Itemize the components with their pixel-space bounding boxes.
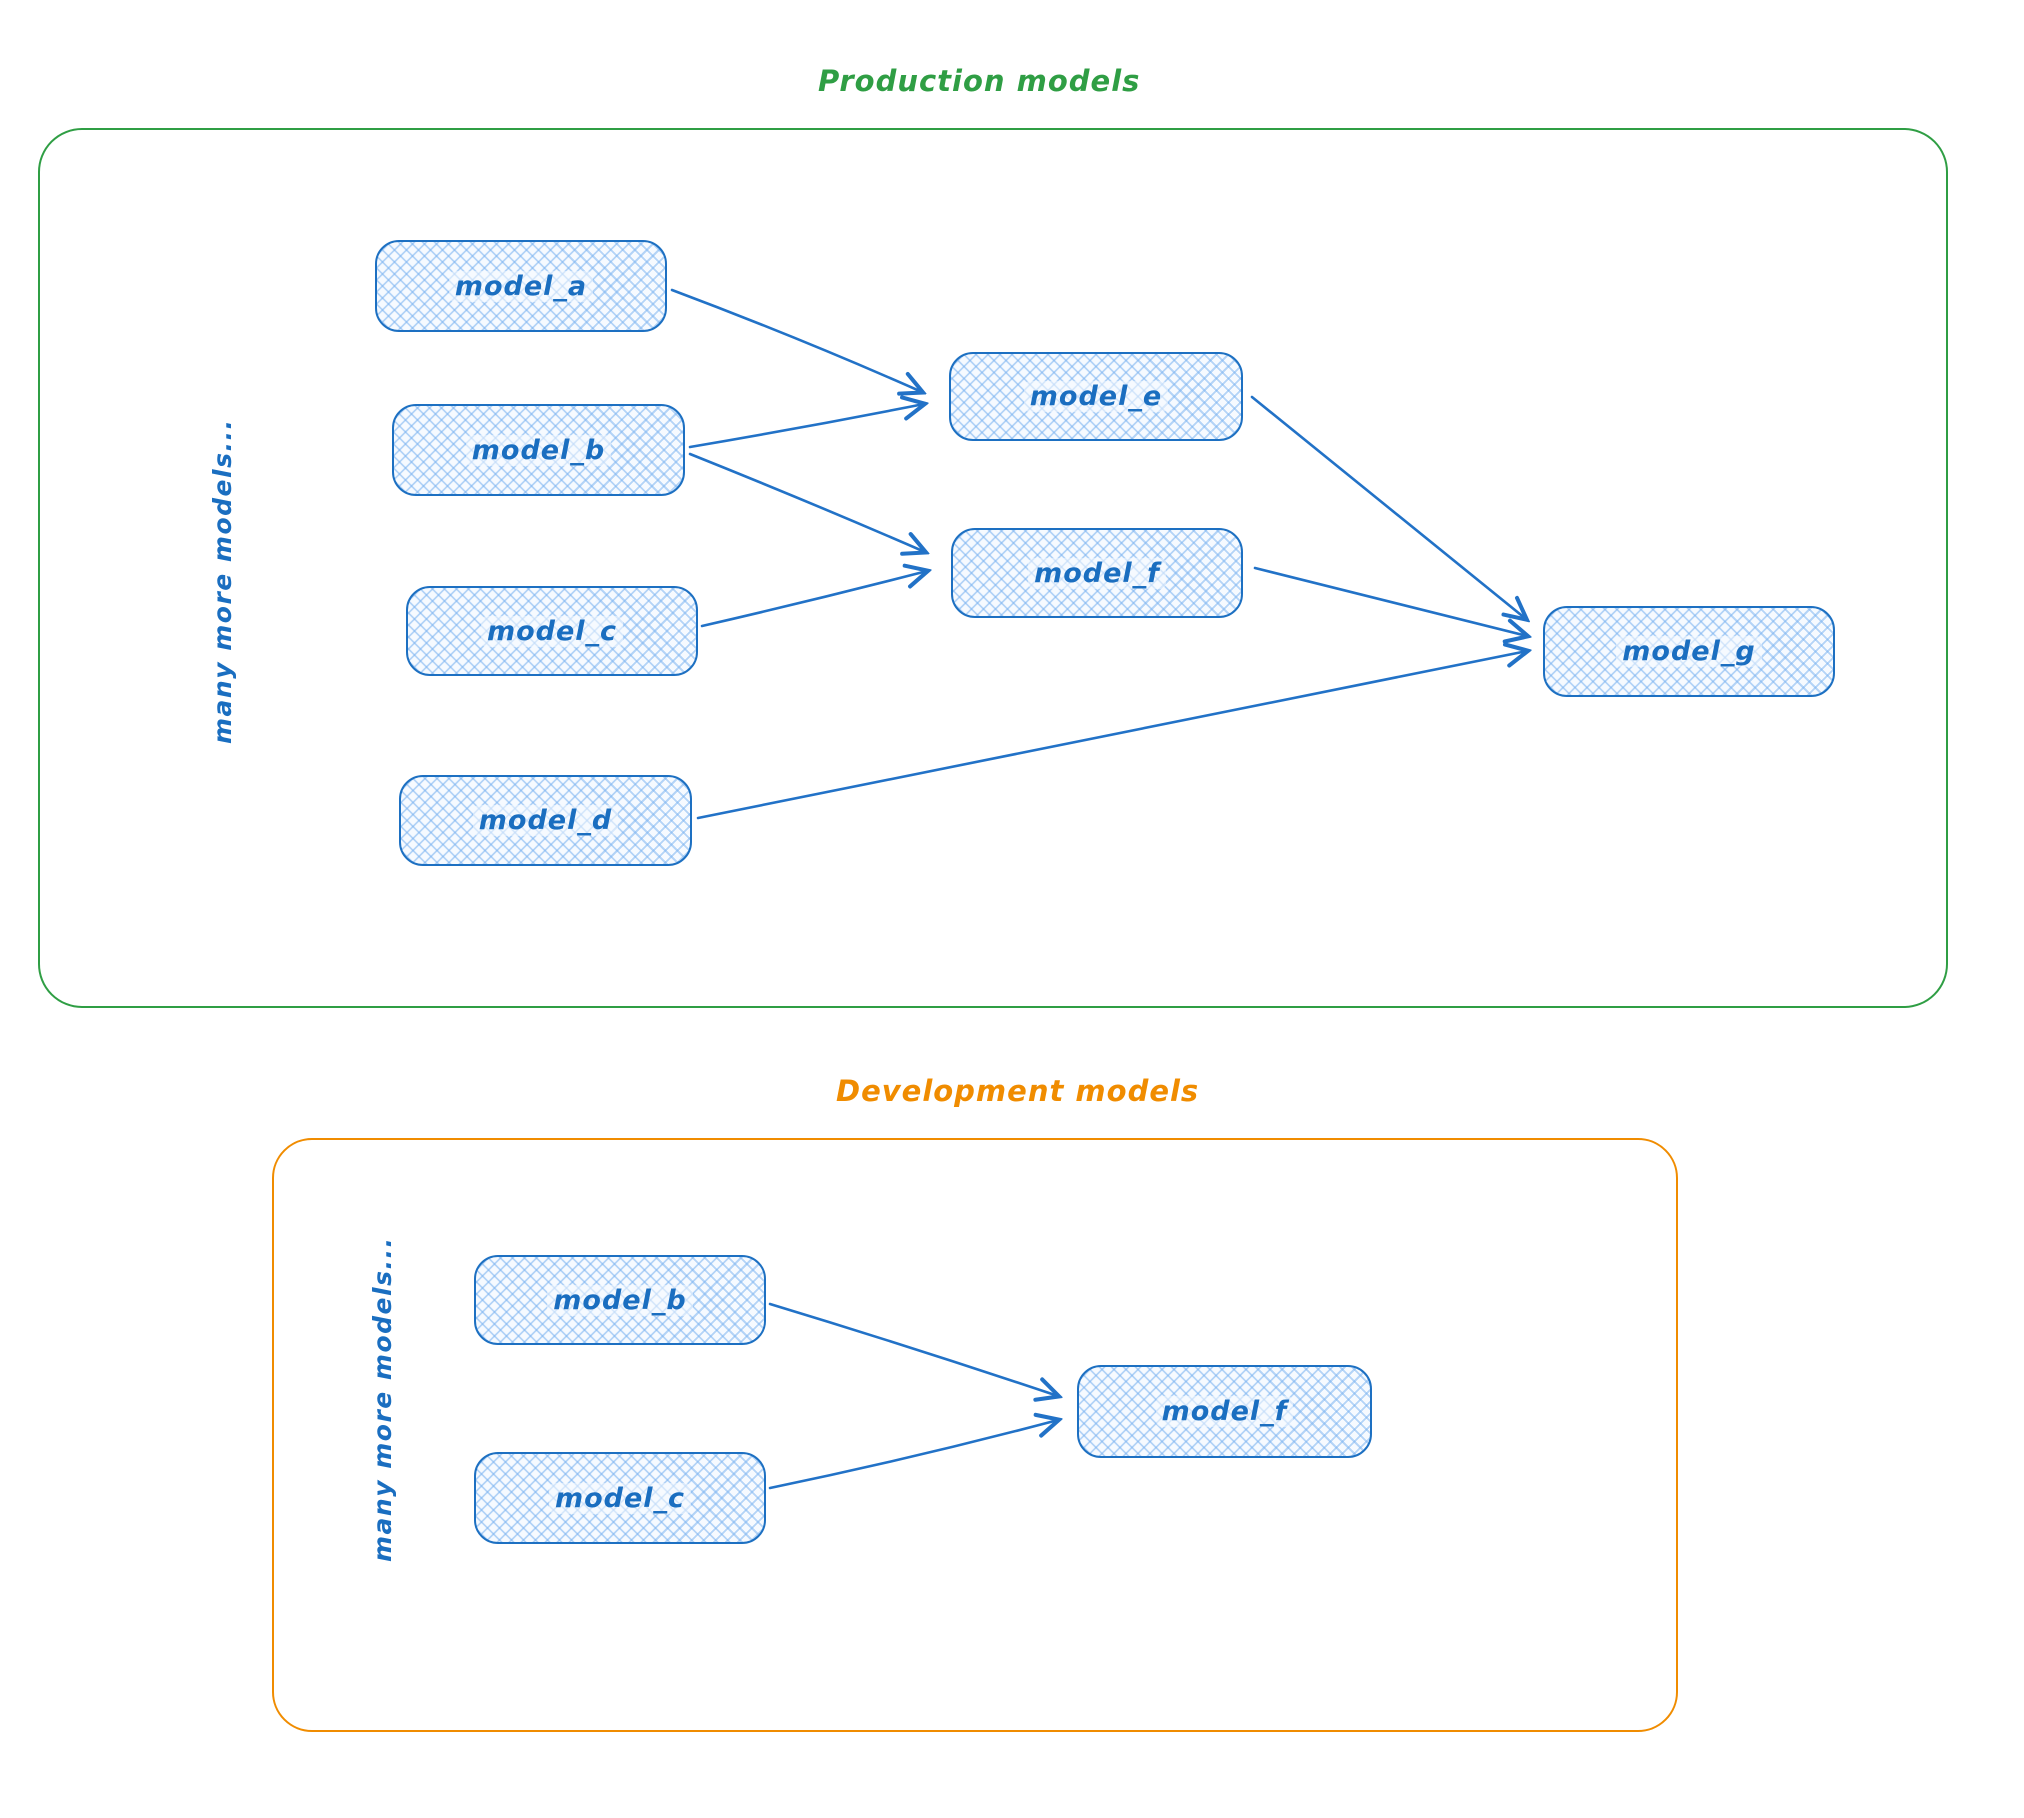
node-label-model-a: model_a	[448, 270, 594, 302]
node-production-model-e: model_e	[949, 352, 1243, 441]
production-section-title: Production models	[818, 64, 1141, 98]
node-production-model-a: model_a	[375, 240, 667, 332]
development-side-label: many more models...	[368, 1236, 397, 1562]
node-label-model-e: model_e	[1023, 381, 1169, 412]
production-container	[38, 128, 1948, 1008]
node-production-model-d: model_d	[399, 775, 692, 866]
node-label-model-d: model_d	[472, 805, 619, 836]
node-label-dev-model-f: model_f	[1155, 1396, 1294, 1427]
node-label-dev-model-c: model_c	[548, 1482, 692, 1514]
node-label-model-g: model_g	[1616, 636, 1762, 667]
node-development-model-b: model_b	[474, 1255, 766, 1345]
node-production-model-g: model_g	[1543, 606, 1835, 697]
node-label-model-f: model_f	[1028, 557, 1166, 589]
node-development-model-c: model_c	[474, 1452, 766, 1544]
development-section-title: Development models	[836, 1074, 1200, 1108]
node-production-model-c: model_c	[406, 586, 698, 676]
node-label-model-b: model_b	[465, 434, 612, 466]
node-label-model-c: model_c	[480, 615, 624, 647]
development-container	[272, 1138, 1678, 1732]
node-label-dev-model-b: model_b	[547, 1284, 693, 1316]
production-side-label: many more models...	[208, 418, 237, 744]
node-development-model-f: model_f	[1077, 1365, 1372, 1458]
node-production-model-b: model_b	[392, 404, 685, 496]
node-production-model-f: model_f	[951, 528, 1243, 618]
